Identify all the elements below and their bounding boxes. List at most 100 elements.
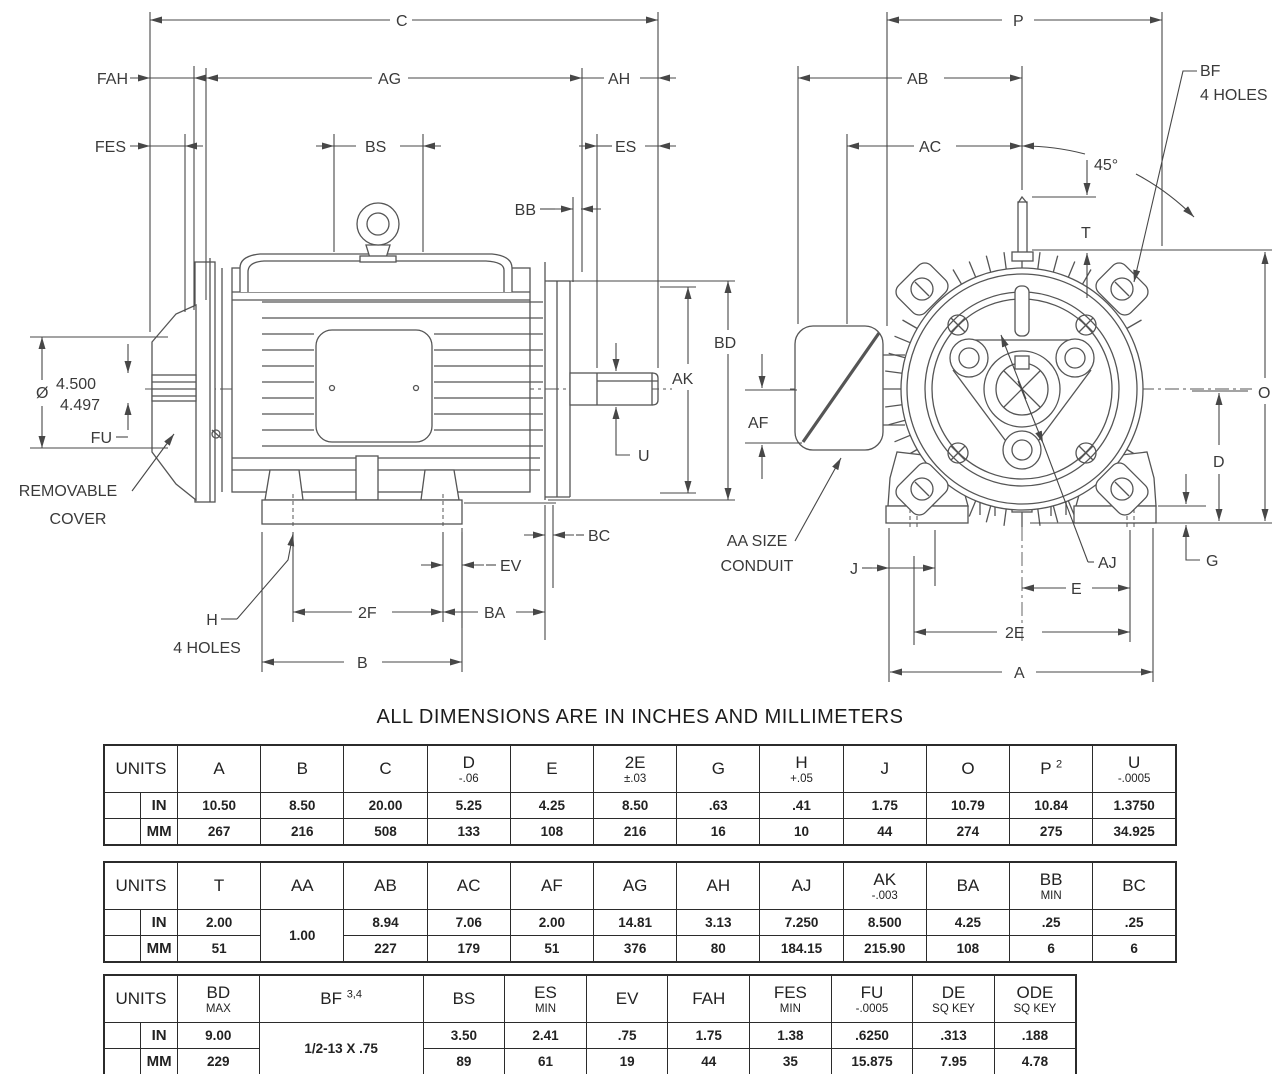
base-plate — [261, 499, 463, 525]
value-cell: 227 — [343, 935, 428, 963]
value-cell: 229 — [177, 1048, 260, 1074]
dim-label-p: P — [1013, 13, 1024, 30]
value-cell: 14.81 — [593, 909, 678, 936]
units-stub — [103, 1022, 142, 1049]
value-cell: 4.25 — [925, 909, 1011, 936]
units-stub — [103, 935, 142, 963]
units-header: UNITS — [103, 744, 178, 793]
aa-conduit-label-1: AA SIZE — [727, 533, 787, 550]
col-header-BF: BF 3,4 — [258, 974, 424, 1023]
angle-label: 45° — [1094, 157, 1118, 174]
value-cell: 15.875 — [830, 1048, 914, 1074]
value-cell: 35 — [749, 1048, 832, 1074]
dim-label-ak: AK — [672, 371, 694, 388]
dim-label-u: U — [638, 448, 650, 465]
col-header-EV: EV — [585, 974, 669, 1023]
value-cell: 51 — [176, 935, 262, 963]
col-header-AJ: AJ — [759, 861, 844, 910]
value-cell: 3.13 — [676, 909, 761, 936]
value-cell: 44 — [667, 1048, 751, 1074]
front-view-dimensions: P AB AC 45° T BF 4 HOLES O — [721, 12, 1272, 682]
dim-label-bc: BC — [588, 528, 610, 545]
row-label-mm: MM — [140, 1048, 178, 1074]
col-header-U: U-.0005 — [1092, 744, 1177, 793]
value-cell: 51 — [509, 935, 595, 963]
row-label-in: IN — [140, 792, 178, 819]
dim-label-bb: BB — [515, 202, 536, 219]
dim-label-ac: AC — [919, 139, 941, 156]
col-header-AH: AH — [676, 861, 761, 910]
value-cell: 4.25 — [509, 792, 595, 819]
removable-cover-label-1: REMOVABLE — [19, 483, 117, 500]
dim-label-bd: BD — [714, 335, 736, 352]
value-cell: 1.00 — [260, 909, 345, 963]
row-label-mm: MM — [140, 818, 178, 846]
dim-label-b: B — [357, 655, 368, 672]
value-cell: 16 — [676, 818, 761, 846]
aa-conduit-label-2: CONDUIT — [721, 558, 794, 575]
dim-label-e: E — [1071, 581, 1082, 598]
value-cell: 216 — [260, 818, 345, 846]
dim-label-ag: AG — [378, 71, 401, 88]
col-header-BC: BC — [1092, 861, 1177, 910]
value-cell: 9.00 — [177, 1022, 260, 1049]
dim-label-ab: AB — [907, 71, 928, 88]
units-stub — [103, 909, 142, 936]
value-cell: 10.84 — [1009, 792, 1094, 819]
value-cell: 2.00 — [176, 909, 262, 936]
front-view — [790, 195, 1252, 645]
col-header-AK: AK-.003 — [842, 861, 927, 910]
col-header-C: C — [343, 744, 428, 793]
row-label-mm: MM — [140, 935, 178, 963]
col-header-A: A — [176, 744, 262, 793]
col-header-J: J — [842, 744, 927, 793]
dim-label-af: AF — [748, 415, 769, 432]
value-cell: 267 — [176, 818, 262, 846]
col-header-H: H+.05 — [759, 744, 844, 793]
value-cell: 10.50 — [176, 792, 262, 819]
value-cell: 274 — [925, 818, 1011, 846]
removable-cover-shape — [151, 303, 197, 502]
value-cell: 215.90 — [842, 935, 927, 963]
value-cell: 1.75 — [667, 1022, 751, 1049]
dim-label-ev: EV — [500, 558, 522, 575]
col-header-AA: AA — [260, 861, 345, 910]
value-cell: 80 — [676, 935, 761, 963]
value-cell: 10 — [759, 818, 844, 846]
value-cell: .25 — [1009, 909, 1094, 936]
diameter-min: 4.497 — [60, 397, 100, 414]
value-cell: .188 — [993, 1022, 1077, 1049]
dim-label-aj: AJ — [1098, 555, 1117, 572]
value-cell: 1/2-13 X .75 — [258, 1022, 424, 1074]
value-cell: 275 — [1009, 818, 1094, 846]
col-header-BS: BS — [422, 974, 506, 1023]
col-header-G: G — [676, 744, 761, 793]
value-cell: 7.06 — [426, 909, 511, 936]
col-header-AB: AB — [343, 861, 428, 910]
technical-drawing: C FAH AG AH FES BS ES — [19, 12, 1272, 682]
col-header-E: E — [509, 744, 595, 793]
removable-cover-label-2: COVER — [50, 511, 107, 528]
value-cell: 20.00 — [343, 792, 428, 819]
dim-label-j: J — [850, 561, 858, 578]
col-header-FAH: FAH — [667, 974, 751, 1023]
value-cell: .41 — [759, 792, 844, 819]
value-cell: 3.50 — [422, 1022, 506, 1049]
dim-label-a: A — [1014, 665, 1025, 682]
value-cell: 8.50 — [593, 792, 678, 819]
shaft — [569, 372, 653, 406]
value-cell: 2.41 — [504, 1022, 587, 1049]
value-cell: 8.50 — [260, 792, 345, 819]
dim-label-es: ES — [615, 139, 636, 156]
value-cell: 8.500 — [842, 909, 927, 936]
value-cell: 8.94 — [343, 909, 428, 936]
value-cell: 44 — [842, 818, 927, 846]
